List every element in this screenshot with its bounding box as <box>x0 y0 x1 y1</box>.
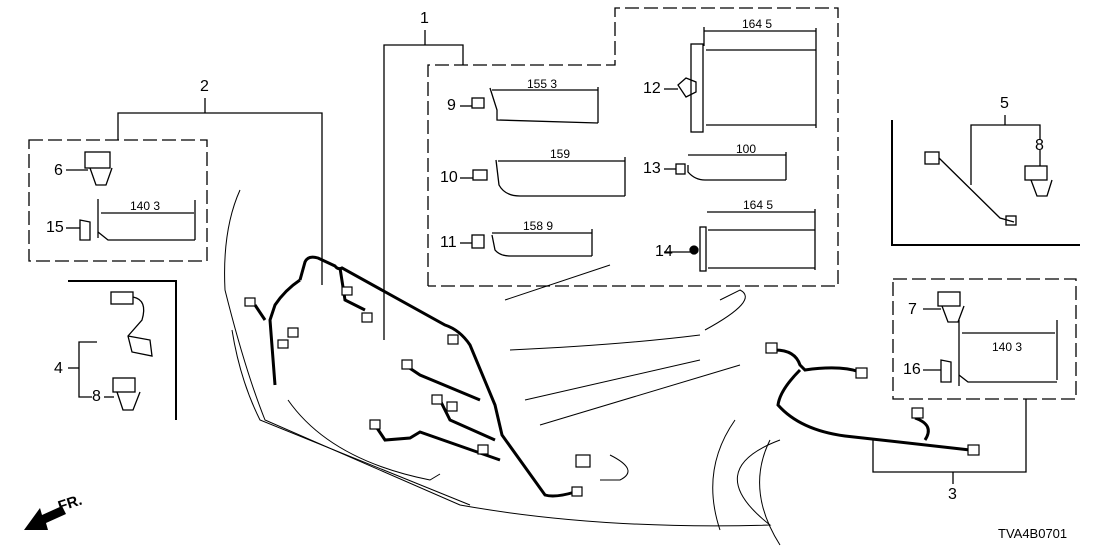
leader-lines <box>66 88 1041 398</box>
dimension-part-13: 100 <box>736 142 757 156</box>
group-1-box <box>427 7 839 287</box>
callout-1[interactable]: 1 <box>420 10 429 27</box>
part-6-shape <box>84 151 113 186</box>
callout-6[interactable]: 6 <box>54 162 63 179</box>
part-12-shape <box>677 43 816 133</box>
group-3-box <box>892 278 1077 400</box>
callout-7[interactable]: 7 <box>908 301 917 318</box>
callout-10[interactable]: 10 <box>440 169 458 186</box>
dimension-lines <box>97 27 1058 386</box>
callout-5[interactable]: 5 <box>1000 95 1009 112</box>
dimension-part-12: 164 5 <box>742 17 773 31</box>
part-7-shape <box>937 291 965 323</box>
group-4-frame <box>68 280 177 420</box>
dimension-part-16: 140 3 <box>992 340 1023 354</box>
dimension-part-11: 158 9 <box>523 219 554 233</box>
dimension-part-10: 159 <box>550 147 571 161</box>
bumper-outline <box>224 189 781 546</box>
callout-8a[interactable]: 8 <box>92 388 101 405</box>
callout-11[interactable]: 11 <box>440 234 457 251</box>
callout-9[interactable]: 9 <box>447 97 456 114</box>
dimension-part-14: 164 5 <box>743 198 774 212</box>
callout-12[interactable]: 12 <box>643 80 661 97</box>
callout-8b[interactable]: 8 <box>1035 137 1044 154</box>
callout-1-bracket <box>383 44 464 340</box>
callout-3-bracket <box>872 399 1027 473</box>
callout-3[interactable]: 3 <box>948 486 957 503</box>
connector-blocks-3 <box>765 342 980 456</box>
group-5-frame <box>891 120 1080 246</box>
callout-2[interactable]: 2 <box>200 78 209 95</box>
callout-4[interactable]: 4 <box>54 360 63 377</box>
part-13-shape <box>675 163 786 181</box>
callout-2-bracket <box>117 112 323 285</box>
part-16-shape <box>940 359 1057 383</box>
wire-harness-main <box>253 255 576 498</box>
wire-harness-3 <box>774 348 971 452</box>
part-15-shape <box>79 219 195 241</box>
callout-16[interactable]: 16 <box>903 361 921 378</box>
part-8a-shape <box>112 377 141 411</box>
part-5-shape <box>924 151 1017 226</box>
callout-14[interactable]: 14 <box>655 243 673 260</box>
callout-5-bracket <box>970 124 1041 185</box>
diagram-code: TVA4B0701 <box>998 526 1068 541</box>
connector-blocks <box>244 286 591 497</box>
dimension-part-9: 155 3 <box>527 77 558 91</box>
part-14-shape <box>689 226 815 272</box>
callout-15[interactable]: 15 <box>46 219 64 236</box>
front-direction-arrow-icon <box>24 506 66 530</box>
callout-4-bracket <box>78 341 97 398</box>
group-2-box <box>28 139 208 262</box>
callout-13[interactable]: 13 <box>643 160 661 177</box>
part-11-shape <box>471 234 592 257</box>
dimension-part-15: 140 3 <box>130 199 161 213</box>
part-10-shape <box>472 159 625 197</box>
part-8b-shape <box>1024 165 1053 197</box>
part-4-shape <box>110 291 153 357</box>
part-9-shape <box>471 87 599 124</box>
